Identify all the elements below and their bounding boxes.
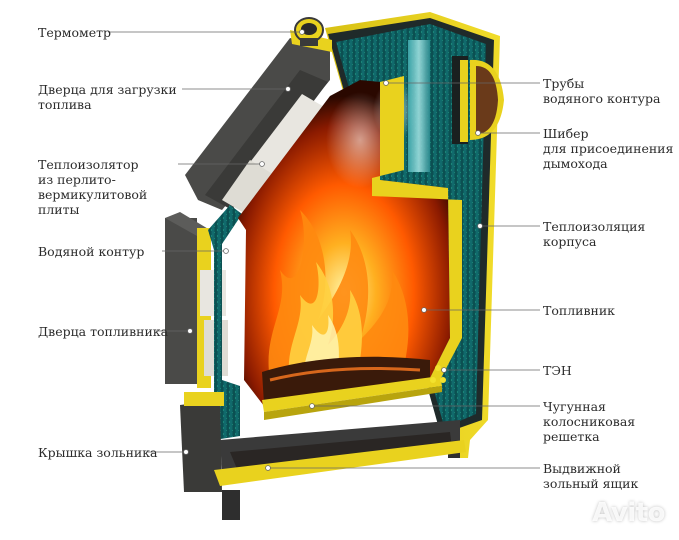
- label-grate: Чугунная колосниковая решетка: [543, 399, 636, 444]
- label-firebox-door: Дверца топливника: [38, 324, 169, 339]
- dot-fuel-door: [285, 86, 291, 92]
- dot-heater: [441, 367, 447, 373]
- dot-ash-cover: [183, 449, 189, 455]
- dot-grate: [309, 403, 315, 409]
- grate: [262, 376, 442, 420]
- dot-insulator: [259, 161, 265, 167]
- water-pipe-tube: [470, 59, 504, 141]
- label-water-pipes: Трубы водяного контура: [543, 76, 661, 106]
- label-damper: Шибер для присоединения дымохода: [543, 126, 674, 171]
- label-insulator: Теплоизолятор из перлито- вермикулитовой…: [38, 157, 148, 217]
- dot-damper: [475, 130, 481, 136]
- avito-watermark: Avito: [566, 498, 665, 528]
- dot-thermometer: [299, 29, 305, 35]
- label-ash-cover: Крышка зольника: [38, 445, 158, 460]
- avito-watermark-text: Avito: [592, 498, 665, 528]
- label-fuel-door: Дверца для загрузки топлива: [38, 82, 177, 112]
- inner-water-wall: [372, 40, 468, 380]
- dot-firebox-door: [187, 328, 193, 334]
- label-ash-drawer: Выдвижной зольный ящик: [543, 461, 639, 491]
- dot-water-pipes: [383, 80, 389, 86]
- dot-firebox: [421, 307, 427, 313]
- label-thermometer: Термометр: [38, 25, 112, 40]
- firebox-interior: [238, 80, 450, 406]
- label-body-insulation: Теплоизоляция корпуса: [543, 219, 646, 249]
- label-heater: ТЭН: [543, 363, 572, 378]
- thermometer-gauge: [294, 17, 324, 46]
- heater-element: [430, 365, 446, 383]
- dot-body-insulation: [477, 223, 483, 229]
- leader-lines: [108, 29, 540, 471]
- dot-water-circuit: [223, 248, 229, 254]
- label-firebox: Топливник: [543, 303, 615, 318]
- avito-logo-icon: [566, 502, 588, 524]
- label-water-circuit: Водяной контур: [38, 244, 145, 259]
- dot-ash-drawer: [265, 465, 271, 471]
